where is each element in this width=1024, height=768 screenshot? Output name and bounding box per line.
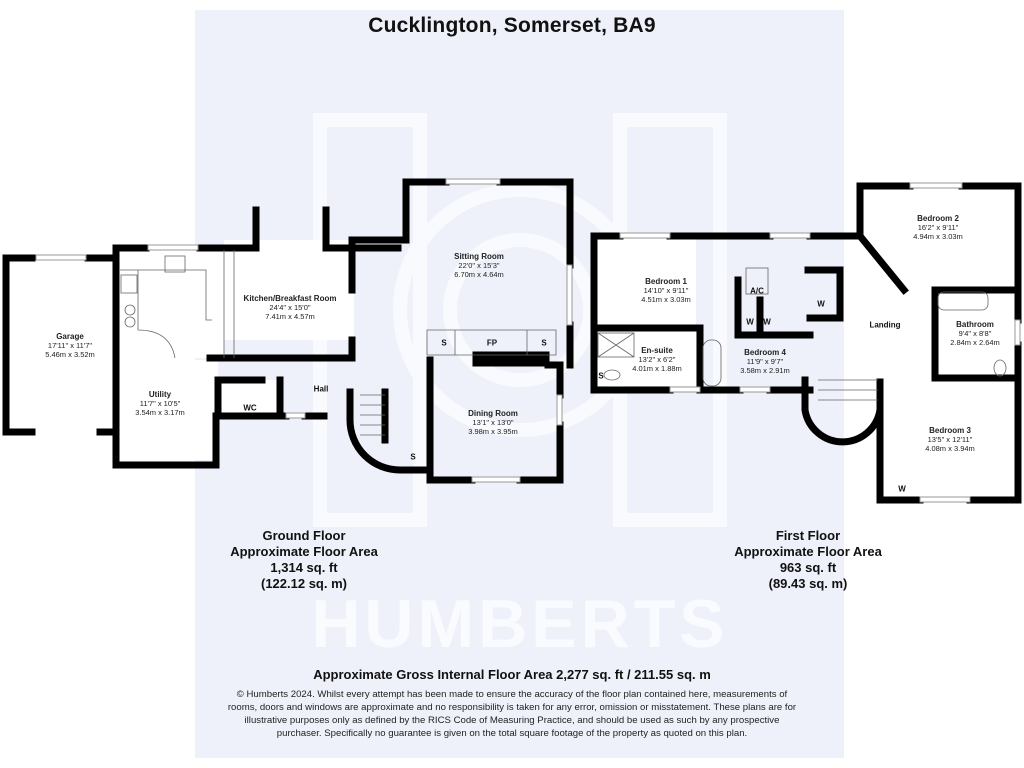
label-store: S [441,338,447,348]
room-garage: Garage 17'11" x 11'7" 5.46m x 3.52m [45,332,95,359]
label-wc: WC [243,403,257,413]
room-bedroom-1: Bedroom 1 14'10" x 9'11" 4.51m x 3.03m [641,277,691,304]
label-store: S [541,338,547,348]
label-store: S [410,452,416,462]
room-dining: Dining Room 13'1" x 13'0" 3.98m x 3.95m [468,409,518,436]
label-store: S [598,371,604,381]
label-hall: Hall [313,384,329,394]
humberts-watermark: HUMBERTS [311,586,729,662]
label-fireplace: FP [486,338,498,348]
room-bedroom-3: Bedroom 3 13'5" x 12'11" 4.08m x 3.94m [925,426,975,453]
label-wardrobe: W [817,299,825,309]
room-bedroom-2: Bedroom 2 16'2" x 9'11" 4.94m x 3.03m [913,214,963,241]
label-wardrobe: W [898,484,906,494]
room-bedroom-4: Bedroom 4 11'9" x 9'7" 3.58m x 2.91m [740,348,790,375]
room-sitting: Sitting Room 22'0" x 15'3" 6.70m x 4.64m [454,252,504,279]
room-en-suite: En-suite 13'2" x 6'2" 4.01m x 1.88m [632,346,682,373]
label-wardrobe: W [746,317,754,327]
room-utility: Utility 11'7" x 10'5" 3.54m x 3.17m [135,390,185,417]
label-airing-cupboard: A/C [750,286,764,296]
gross-internal-area: Approximate Gross Internal Floor Area 2,… [313,667,711,682]
disclaimer: © Humberts 2024. Whilst every attempt ha… [227,689,797,739]
page-title: Cucklington, Somerset, BA9 [368,14,656,37]
first-floor-area: First Floor Approximate Floor Area 963 s… [734,528,882,591]
ground-floor-area: Ground Floor Approximate Floor Area 1,31… [230,528,378,591]
label-wardrobe: W [763,317,771,327]
room-kitchen-breakfast: Kitchen/Breakfast Room 24'4" x 15'0" 7.4… [243,294,337,321]
room-bathroom: Bathroom 9'4" x 8'8" 2.84m x 2.64m [950,320,1000,347]
label-landing: Landing [869,320,901,330]
